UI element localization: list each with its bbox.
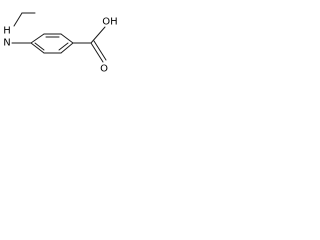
amine-h-label: H [3, 26, 11, 37]
chemical-structure-diagram: H N O OH [3, 12, 118, 75]
hydroxyl-label: OH [102, 17, 117, 28]
hydroxyl-bond [90, 26, 106, 44]
ring-bond-3 [60, 33, 74, 44]
ring-bond-4 [60, 42, 74, 54]
amine-n-label: N [3, 38, 10, 49]
ring-double-bond-3 [34, 42, 45, 51]
carbonyl-bond-b [93, 40, 107, 61]
ring-bond-6 [30, 42, 45, 54]
carboxyl-o-label: O [100, 64, 108, 75]
methyl-bond [13, 12, 23, 27]
ring-bond-1 [30, 33, 45, 44]
carbonyl-bond-a [90, 42, 104, 63]
ring-double-bond-2 [58, 42, 69, 51]
